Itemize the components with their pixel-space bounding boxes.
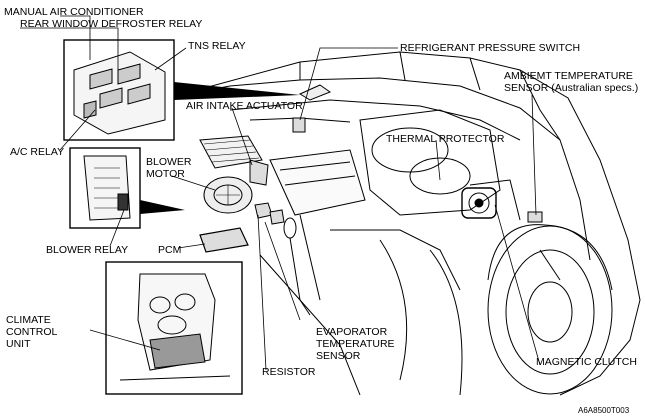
relay-box-callout [174,82,300,100]
label-rear-window-defroster-relay: REAR WINDOW DEFROSTER RELAY [20,18,203,30]
label-magnetic-clutch: MAGNETIC CLUTCH [536,356,637,368]
leader-lines [20,15,541,371]
label-blower-motor: BLOWER MOTOR [146,156,192,180]
pcm-unit [199,227,249,253]
label-pcm: PCM [158,244,182,256]
fuse-box-callout [140,200,185,214]
figure-code: A6A8500T003 [578,406,630,415]
label-resistor: RESISTOR [262,366,316,378]
label-air-intake-actuator: AIR INTAKE ACTUATOR [186,100,303,112]
hvac-assembly [199,135,366,316]
label-ac-relay: A/C RELAY [10,146,65,158]
label-tns-relay: TNS RELAY [188,40,246,52]
label-refrigerant-pressure-switch: REFRIGERANT PRESSURE SWITCH [400,42,581,54]
label-thermal-protector: THERMAL PROTECTOR [386,133,505,145]
fuse-box-inset [69,147,141,229]
vehicle-body [174,51,641,396]
engine-block [359,109,521,221]
climate-control-inset [105,261,243,395]
label-manual-air-conditioner: MANUAL AIR CONDITIONER [4,6,144,18]
front-wheel [487,224,613,395]
label-blower-relay: BLOWER RELAY [46,244,129,256]
label-evaporator-temperature-sensor: EVAPORATOR TEMPERATURE SENSOR [316,326,395,362]
label-ambient-temperature-sensor: AMBIEMT TEMPERATURE SENSOR (Australian s… [504,70,639,94]
relay-box-inset [63,39,175,141]
engine-bay-parts [292,84,543,223]
label-climate-control-unit: CLIMATE CONTROL UNIT [6,314,57,350]
inset-callouts [140,82,300,214]
